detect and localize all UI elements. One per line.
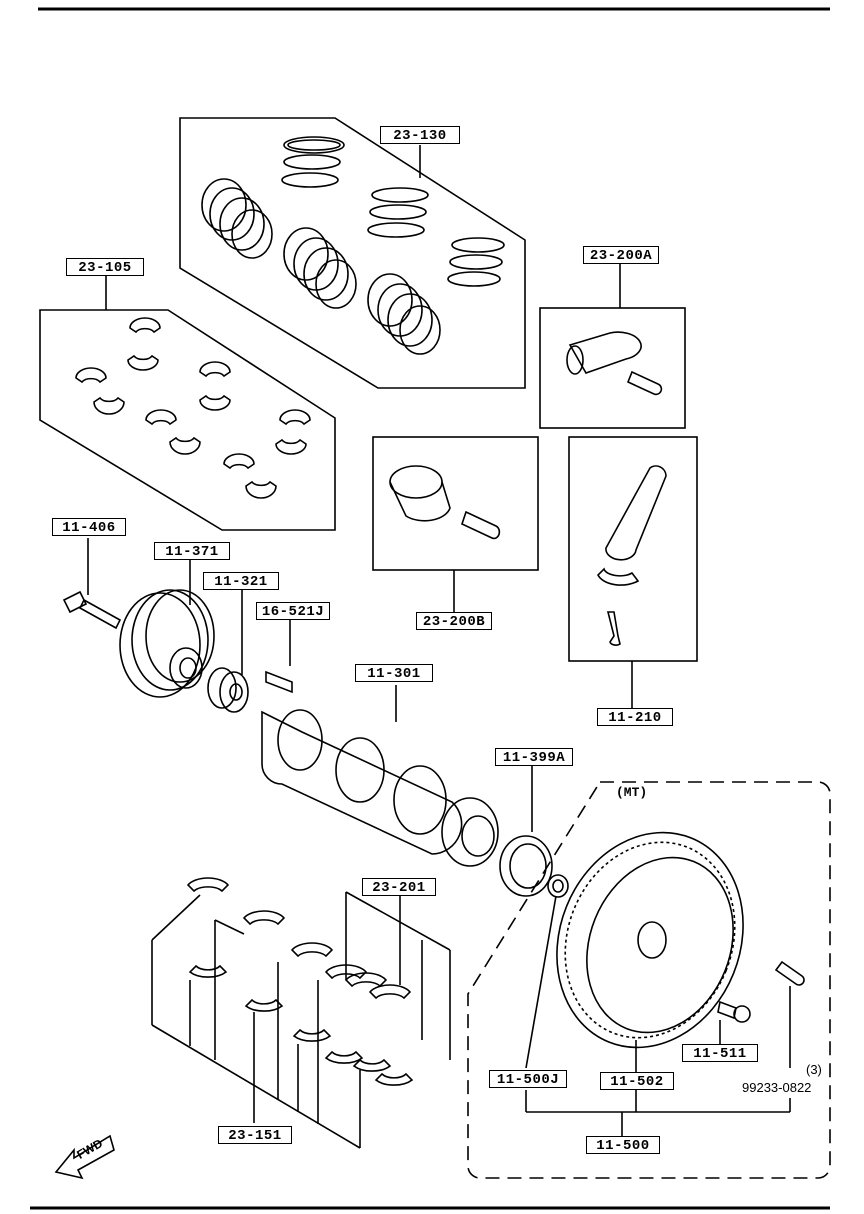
piston-a xyxy=(566,331,663,396)
mt-dashed-region xyxy=(467,781,831,1179)
fwd-arrow xyxy=(54,1134,115,1180)
bearing-leader-lines xyxy=(151,891,451,1149)
pulley-bolt xyxy=(62,590,122,630)
label-11-321[interactable]: 11-321 xyxy=(203,572,279,590)
mt-label: (MT) xyxy=(616,785,648,800)
dowel-pin xyxy=(774,960,805,986)
flywheel-bolt xyxy=(717,1000,751,1023)
bearing-shells xyxy=(75,317,311,499)
label-16-521j[interactable]: 16-521J xyxy=(256,602,330,620)
connecting-rod-box xyxy=(568,436,698,662)
label-11-406[interactable]: 11-406 xyxy=(52,518,126,536)
piston-rings xyxy=(201,136,505,355)
label-23-130[interactable]: 23-130 xyxy=(380,126,460,144)
piston-b xyxy=(389,465,501,540)
crank-pulley xyxy=(119,589,215,698)
label-11-500j[interactable]: 11-500J xyxy=(489,1070,567,1088)
label-11-371[interactable]: 11-371 xyxy=(154,542,230,560)
label-23-200a[interactable]: 23-200A xyxy=(583,246,659,264)
woodruff-key xyxy=(265,670,293,694)
piston-ring-kit-box xyxy=(179,117,526,389)
label-23-201[interactable]: 23-201 xyxy=(362,878,436,896)
label-11-511[interactable]: 11-511 xyxy=(682,1044,758,1062)
main-bearing-kit-box xyxy=(39,309,336,531)
label-23-105[interactable]: 23-105 xyxy=(66,258,144,276)
quantity-label: (3) xyxy=(806,1062,822,1077)
flywheel xyxy=(556,831,744,1049)
piston-a-box xyxy=(539,307,686,429)
label-23-151[interactable]: 23-151 xyxy=(218,1126,292,1144)
connecting-rod xyxy=(597,465,667,646)
crankshaft xyxy=(261,709,499,867)
label-11-399a[interactable]: 11-399A xyxy=(495,748,573,766)
rear-oil-seal xyxy=(499,835,553,897)
timing-sprocket xyxy=(207,667,249,713)
thrust-bearing-shells xyxy=(186,877,414,1086)
label-23-200b[interactable]: 23-200B xyxy=(416,612,492,630)
pilot-bearing xyxy=(547,874,569,898)
piston-b-box xyxy=(372,436,539,571)
part-number-label[interactable]: 99233-0822 xyxy=(742,1080,812,1095)
label-11-210[interactable]: 11-210 xyxy=(597,708,673,726)
label-11-502[interactable]: 11-502 xyxy=(600,1072,674,1090)
label-11-500[interactable]: 11-500 xyxy=(586,1136,660,1154)
label-11-301[interactable]: 11-301 xyxy=(355,664,433,682)
